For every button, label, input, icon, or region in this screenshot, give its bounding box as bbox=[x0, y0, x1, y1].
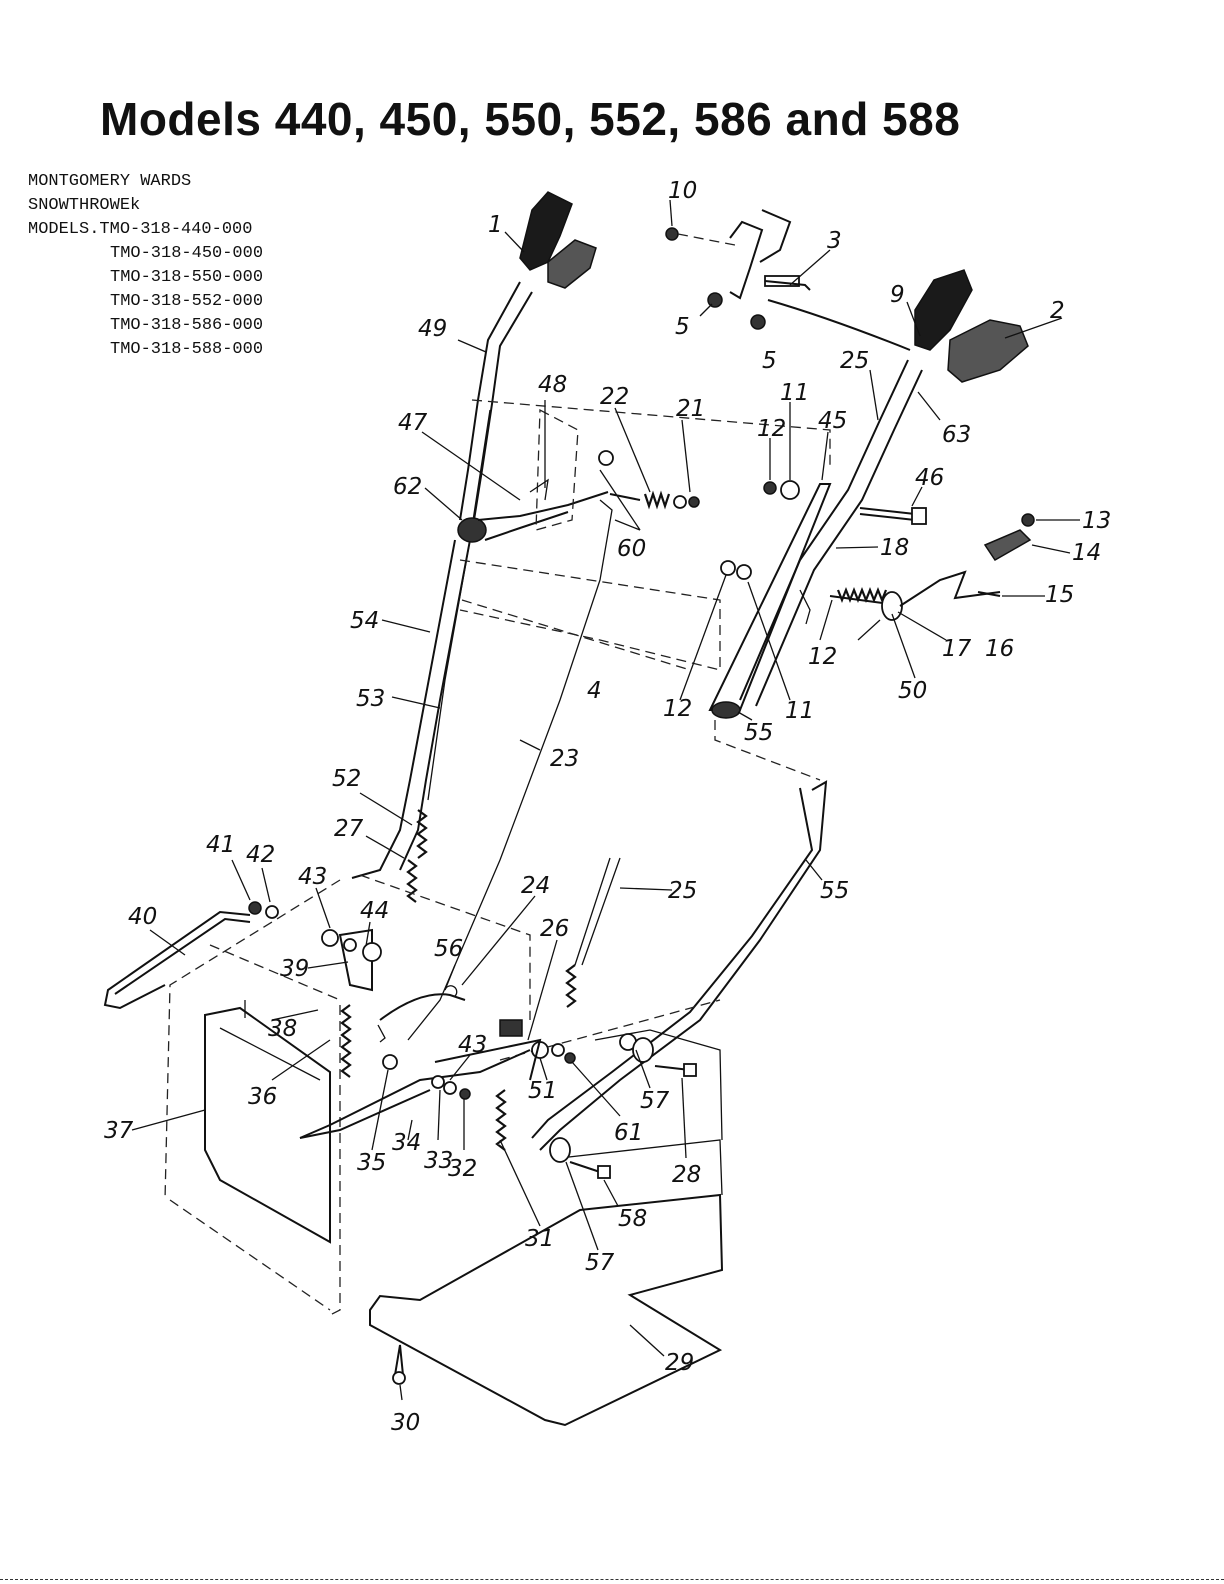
callout: 3 bbox=[827, 228, 842, 254]
callout: 55 bbox=[820, 878, 849, 904]
callout: 12 bbox=[808, 644, 837, 670]
callout: 36 bbox=[248, 1084, 277, 1110]
callout: 47 bbox=[398, 410, 428, 436]
callout: 40 bbox=[128, 904, 157, 930]
callout: 26 bbox=[540, 916, 569, 942]
callout: 50 bbox=[898, 678, 927, 704]
callout: 9 bbox=[890, 282, 905, 308]
callout: 22 bbox=[600, 384, 629, 410]
callout: 51 bbox=[528, 1078, 557, 1104]
callout: 13 bbox=[1082, 508, 1111, 534]
callout: 31 bbox=[525, 1226, 554, 1252]
left-grip-upper bbox=[519, 191, 573, 271]
callout: 58 bbox=[618, 1206, 647, 1232]
model-number: TMO-318-586-000 bbox=[110, 316, 264, 335]
callout: 25 bbox=[840, 348, 869, 374]
callout: 29 bbox=[665, 1350, 694, 1376]
model-number: TMO-318-550-000 bbox=[110, 268, 264, 287]
page-bottom-divider bbox=[0, 1579, 1224, 1580]
callout: 16 bbox=[985, 636, 1014, 662]
callout: 61 bbox=[614, 1120, 643, 1146]
callout: 15 bbox=[1045, 582, 1074, 608]
callout: 28 bbox=[672, 1162, 701, 1188]
left-grip-lower bbox=[547, 239, 597, 289]
callout: 34 bbox=[392, 1130, 421, 1156]
callout: 24 bbox=[521, 873, 550, 899]
callout: 53 bbox=[356, 686, 385, 712]
callout: 57 bbox=[585, 1250, 615, 1276]
callout: 33 bbox=[424, 1148, 453, 1174]
callout: 48 bbox=[538, 372, 567, 398]
lower-assembly bbox=[103, 857, 724, 1427]
callout: 55 bbox=[744, 720, 773, 746]
callout: 12 bbox=[663, 696, 692, 722]
callout: 60 bbox=[617, 536, 646, 562]
callout: 18 bbox=[880, 535, 909, 561]
callout: 4 bbox=[587, 678, 602, 704]
callout: 45 bbox=[818, 408, 847, 434]
callout: 17 bbox=[942, 636, 972, 662]
brand-label: MONTGOMERY WARDS bbox=[28, 172, 192, 191]
callout: 5 bbox=[762, 348, 777, 374]
callout: 23 bbox=[550, 746, 579, 772]
callout: 1 bbox=[488, 212, 503, 238]
callout: 2 bbox=[1050, 298, 1065, 324]
callout: 11 bbox=[785, 698, 814, 724]
callout: 21 bbox=[676, 396, 705, 422]
callout: 38 bbox=[268, 1016, 297, 1042]
callout: 35 bbox=[357, 1150, 386, 1176]
callout: 41 bbox=[206, 832, 235, 858]
callout: 39 bbox=[280, 956, 309, 982]
model-number: TMO-318-588-000 bbox=[110, 340, 264, 359]
callout: 43 bbox=[458, 1032, 487, 1058]
callout: 44 bbox=[360, 898, 389, 924]
right-grip-upper bbox=[914, 269, 973, 351]
left-handle-assembly bbox=[351, 191, 831, 1041]
callout: 37 bbox=[104, 1118, 134, 1144]
callout: 56 bbox=[434, 936, 463, 962]
callout: 54 bbox=[350, 608, 379, 634]
callout: 11 bbox=[780, 380, 809, 406]
callout: 49 bbox=[418, 316, 447, 342]
model-number: TMO-318-552-000 bbox=[110, 292, 264, 311]
callout: 63 bbox=[942, 422, 971, 448]
model-number: MODELS.TMO-318-440-000 bbox=[28, 220, 253, 239]
page-title: Models 440, 450, 550, 552, 586 and 588 bbox=[100, 93, 961, 145]
callout: 25 bbox=[668, 878, 697, 904]
right-grip-lower bbox=[947, 319, 1029, 383]
leader-lines bbox=[131, 199, 1080, 1401]
callout: 43 bbox=[298, 864, 327, 890]
callout: 32 bbox=[448, 1156, 477, 1182]
callout: 42 bbox=[246, 842, 275, 868]
callout: 14 bbox=[1072, 540, 1101, 566]
callout: 10 bbox=[668, 178, 697, 204]
callout: 30 bbox=[391, 1410, 420, 1436]
callout: 27 bbox=[334, 816, 364, 842]
product-label: SNOWTHROWEk bbox=[28, 196, 141, 215]
callout: 5 bbox=[675, 314, 690, 340]
right-handle-assembly bbox=[531, 209, 1035, 1151]
callout-labels: 1 2 3 4 5 5 9 10 11 11 12 12 12 13 14 15… bbox=[104, 178, 1111, 1436]
callout: 12 bbox=[757, 416, 786, 442]
callout: 57 bbox=[640, 1088, 670, 1114]
callout: 46 bbox=[915, 465, 944, 491]
model-number: TMO-318-450-000 bbox=[110, 244, 264, 263]
model-list: MONTGOMERY WARDS SNOWTHROWEk MODELS.TMO-… bbox=[28, 170, 263, 362]
callout: 62 bbox=[393, 474, 422, 500]
callout: 52 bbox=[332, 766, 361, 792]
